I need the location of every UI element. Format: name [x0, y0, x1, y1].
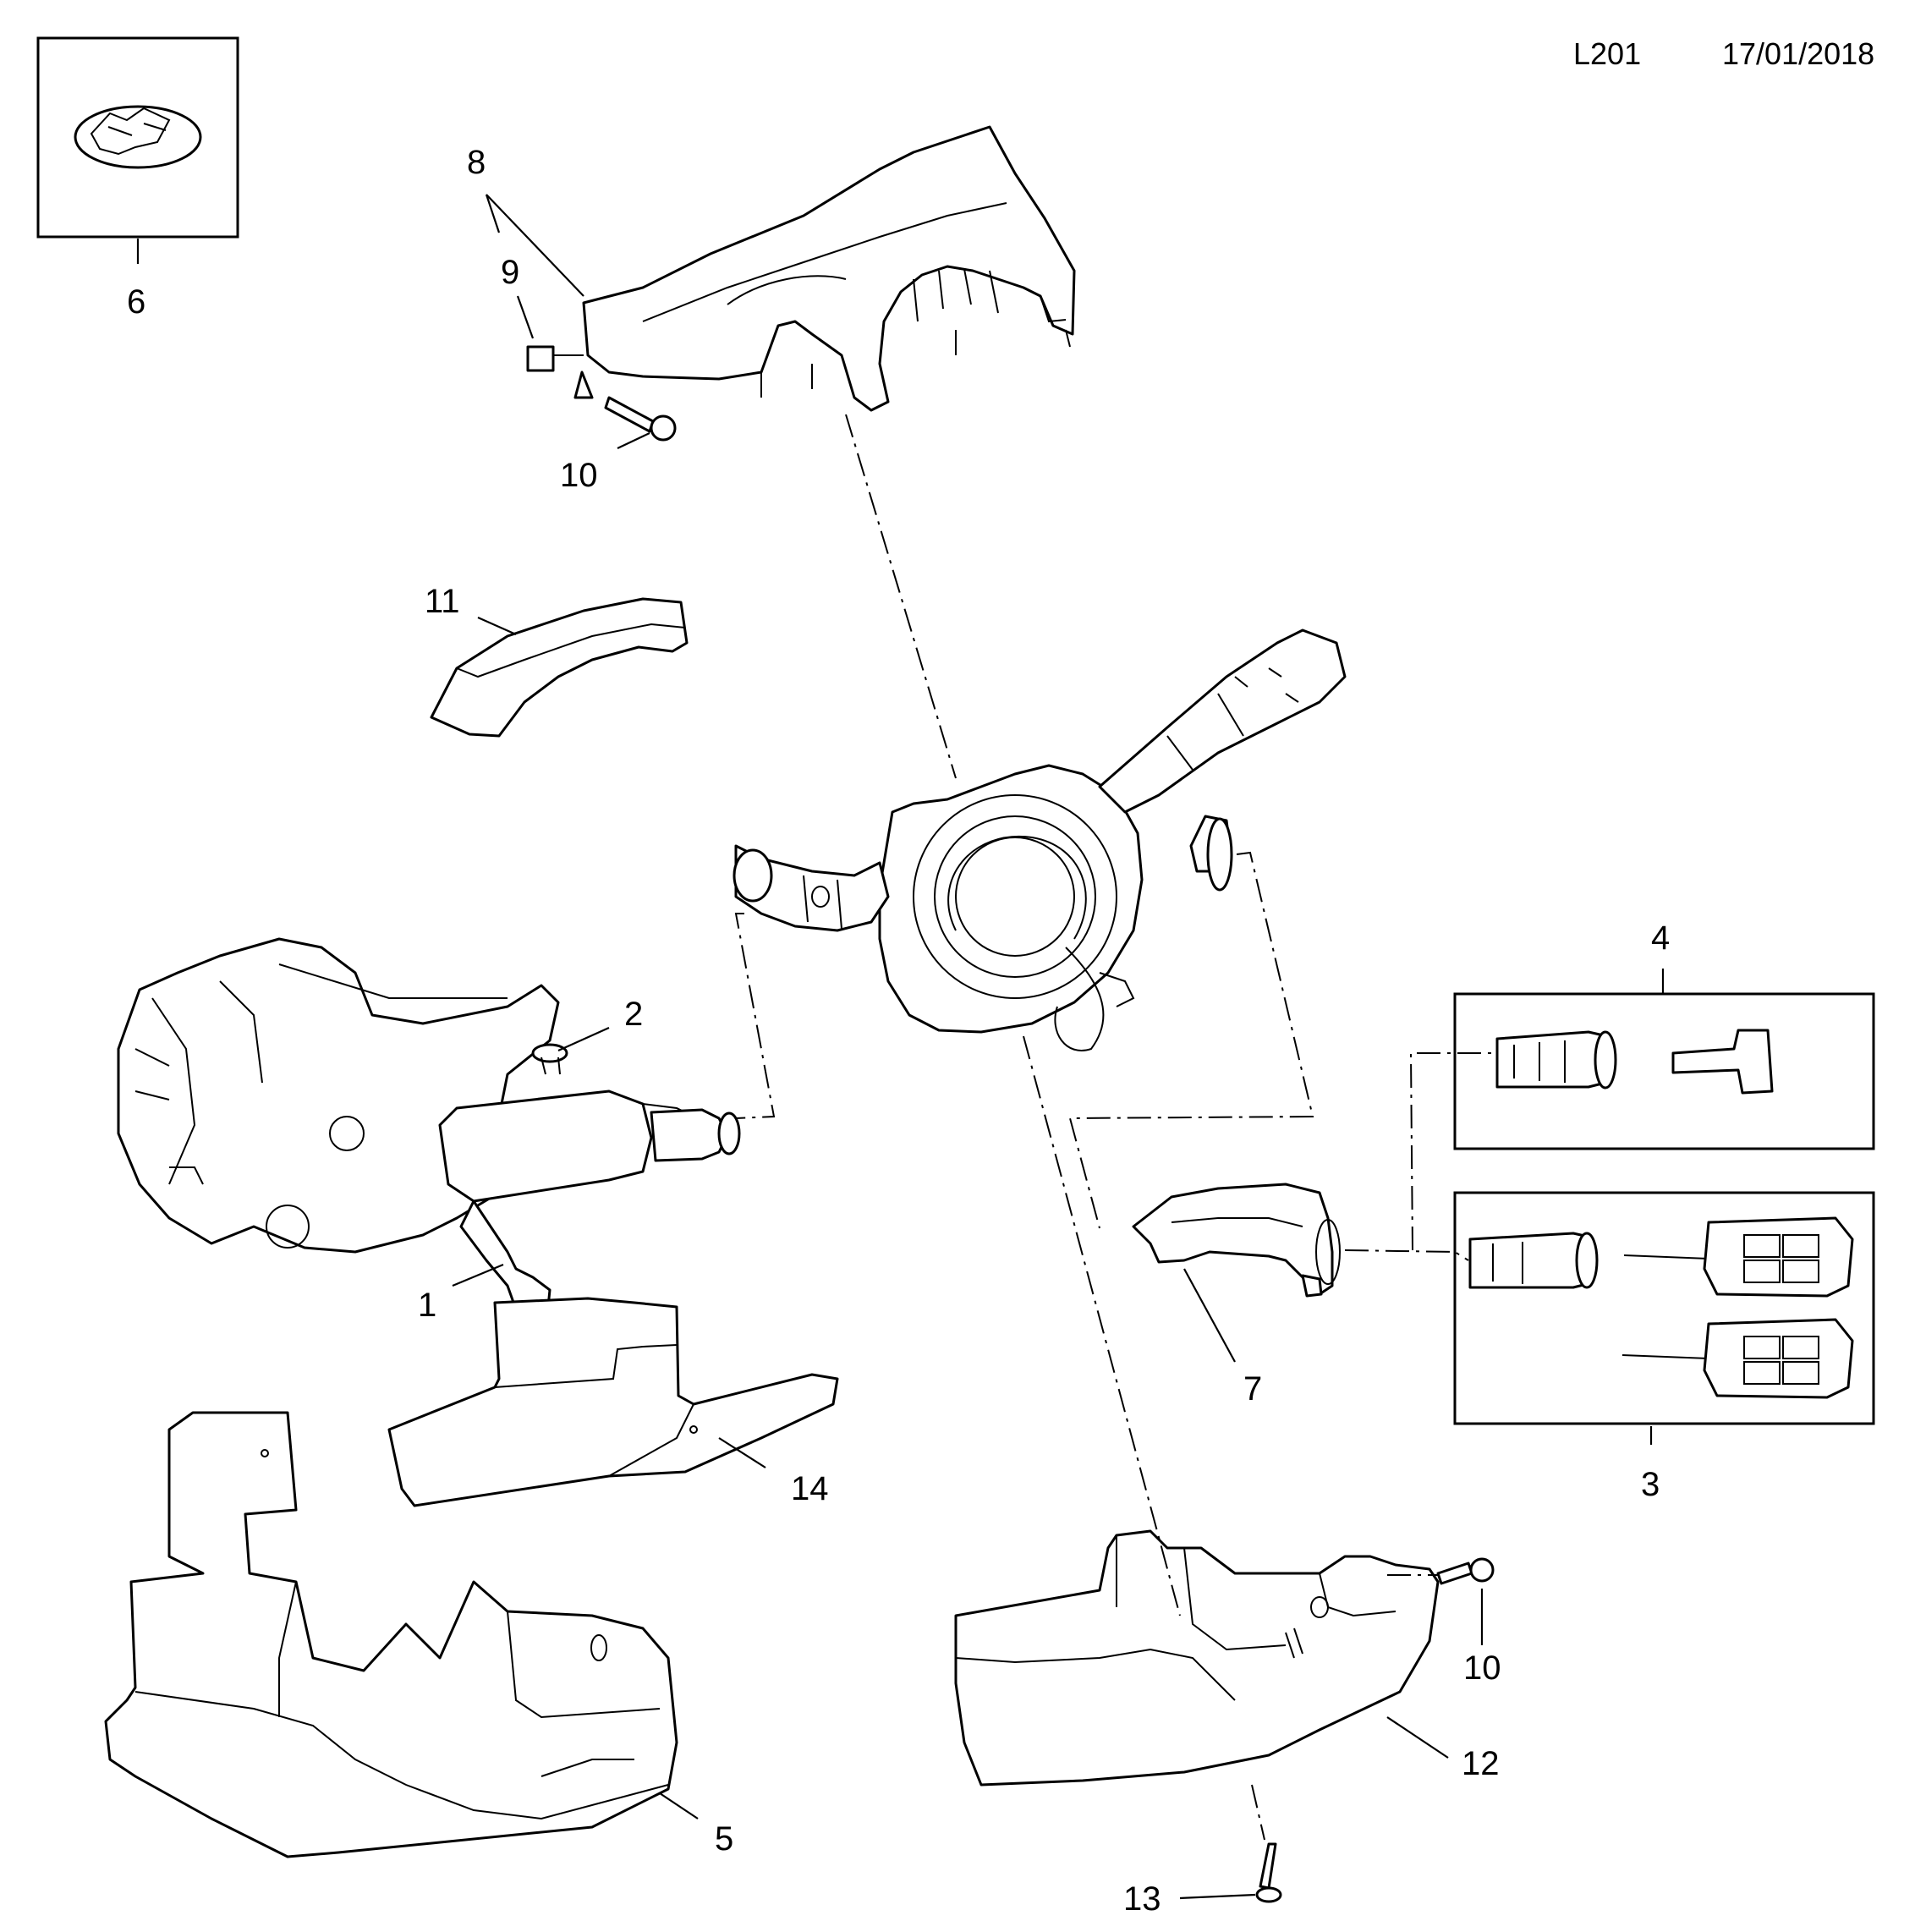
part-10-bolt-lower[interactable] [1436, 1557, 1495, 1585]
part-7-switch-housing[interactable] [1132, 1183, 1341, 1298]
part-3-remote-key-2[interactable] [1621, 1318, 1854, 1399]
callout-10-upper: 10 [560, 457, 598, 494]
part-12-lower-column-cover[interactable] [954, 1529, 1440, 1787]
part-4-lock-cylinder[interactable] [1495, 1030, 1617, 1089]
callout-8: 8 [467, 144, 486, 181]
part-13-screw[interactable] [1255, 1842, 1282, 1903]
part-5-lower-panel[interactable] [104, 1411, 678, 1858]
part-14-knee-bolster[interactable] [387, 1297, 839, 1507]
callout-12: 12 [1462, 1745, 1500, 1782]
leader-8b [486, 194, 584, 297]
callout-11: 11 [425, 583, 460, 620]
callout-1: 1 [418, 1287, 436, 1324]
part-6-logo-badge[interactable] [36, 36, 239, 239]
part-8-upper-column-cover[interactable] [582, 125, 1076, 412]
part-3-kit-box[interactable] [1453, 1191, 1875, 1425]
diagram-ref-code: L201 [1573, 36, 1641, 71]
leader-9 [516, 295, 535, 339]
callout-5: 5 [715, 1820, 733, 1858]
part-3-remote-key-1[interactable] [1623, 1216, 1854, 1298]
part-4-kit-box[interactable] [1453, 992, 1875, 1150]
leader-1 [452, 1263, 504, 1287]
leader-12 [1386, 1716, 1449, 1759]
callout-7: 7 [1243, 1370, 1262, 1408]
part-3-lock-cylinder[interactable] [1468, 1232, 1599, 1289]
part-9-clip[interactable] [526, 345, 584, 372]
leader-13 [1179, 1893, 1256, 1900]
part-4-key-blank[interactable] [1671, 1029, 1774, 1095]
leader-2 [557, 1026, 610, 1052]
callout-9: 9 [501, 254, 519, 291]
part-2-bolt[interactable] [531, 1043, 568, 1075]
assembly-lines [734, 414, 1497, 1616]
assembly-line-13 [1251, 1784, 1265, 1841]
callout-3: 3 [1641, 1466, 1660, 1503]
leader-10-upper [617, 432, 650, 449]
leader-5 [659, 1792, 699, 1819]
leader-8a [485, 194, 501, 233]
callout-13: 13 [1123, 1880, 1161, 1918]
callout-14: 14 [791, 1470, 829, 1507]
leader-11 [477, 616, 517, 636]
callout-6: 6 [127, 283, 145, 321]
combination-switch-assembly[interactable] [733, 628, 1347, 1051]
callout-4: 4 [1651, 919, 1670, 957]
diagram-date: 17/01/2018 [1722, 36, 1874, 71]
callout-10-lower: 10 [1463, 1649, 1501, 1687]
part-10-bolt-upper[interactable] [573, 370, 677, 442]
leader-14 [718, 1437, 766, 1468]
part-11-trim-cover[interactable] [430, 597, 689, 738]
part-1-steering-column[interactable] [117, 937, 741, 1311]
callout-2: 2 [624, 996, 643, 1033]
leader-7 [1183, 1268, 1236, 1363]
